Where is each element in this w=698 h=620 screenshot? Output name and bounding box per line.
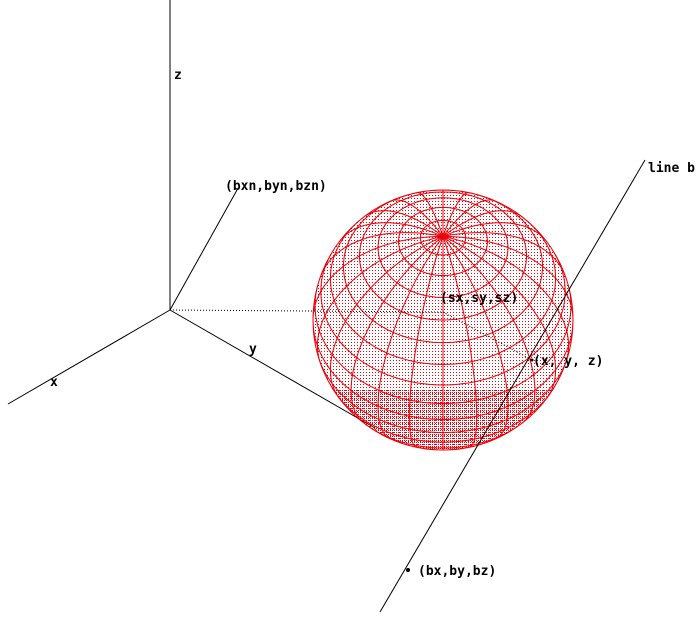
sphere-meridian: [390, 199, 444, 237]
sphere-meridian: [319, 232, 444, 278]
line-b-label: line b: [648, 161, 695, 176]
sphere-meridian: [442, 235, 573, 321]
sphere-meridian: [442, 235, 570, 363]
sphere-meridian: [416, 192, 444, 237]
sphere: [312, 189, 574, 451]
sphere-meridian: [363, 210, 444, 237]
dotted-s-to-z-axis: [169, 309, 444, 313]
point-b-marker: [406, 568, 410, 572]
sphere-meridian: [350, 236, 444, 424]
sphere-meridian: [442, 199, 496, 237]
sphere-meridian: [442, 192, 470, 237]
sphere-meridian: [338, 222, 444, 243]
sphere-meridian: [442, 236, 536, 424]
normal-vector-line: [169, 189, 238, 311]
sphere-meridian: [442, 222, 548, 243]
coordinate-axes: [7, 0, 376, 429]
point-xyz-label: (x, y, z): [533, 354, 603, 369]
sphere-meridian: [329, 235, 444, 400]
sphere-meridian: [316, 235, 444, 363]
dotted-s-to-xyz: [442, 311, 533, 361]
axis-x-label: x: [50, 375, 58, 390]
x-axis: [7, 309, 171, 405]
axis-y-label: y: [249, 342, 257, 357]
point-b-label: (bx,by,bz): [418, 564, 496, 579]
sphere-meridian: [442, 232, 567, 278]
sphere-meridian: [442, 210, 523, 237]
sphere-outline: [312, 189, 574, 451]
line-b: [379, 159, 646, 613]
point-bn-label: (bxn,byn,bzn): [225, 179, 327, 194]
point-xyz-marker: [530, 358, 534, 362]
sphere-meridian: [442, 236, 509, 440]
sphere-meridian: [377, 236, 444, 440]
sphere-meridian: [408, 236, 444, 448]
line-b-group: [169, 159, 646, 613]
axis-z-label: z: [174, 68, 182, 83]
sphere-meridian: [313, 235, 444, 321]
y-axis: [169, 309, 376, 429]
sphere-meridian: [442, 235, 557, 400]
point-s-label: (sx,sy,sz): [440, 291, 518, 306]
sphere-meridian: [442, 236, 478, 448]
